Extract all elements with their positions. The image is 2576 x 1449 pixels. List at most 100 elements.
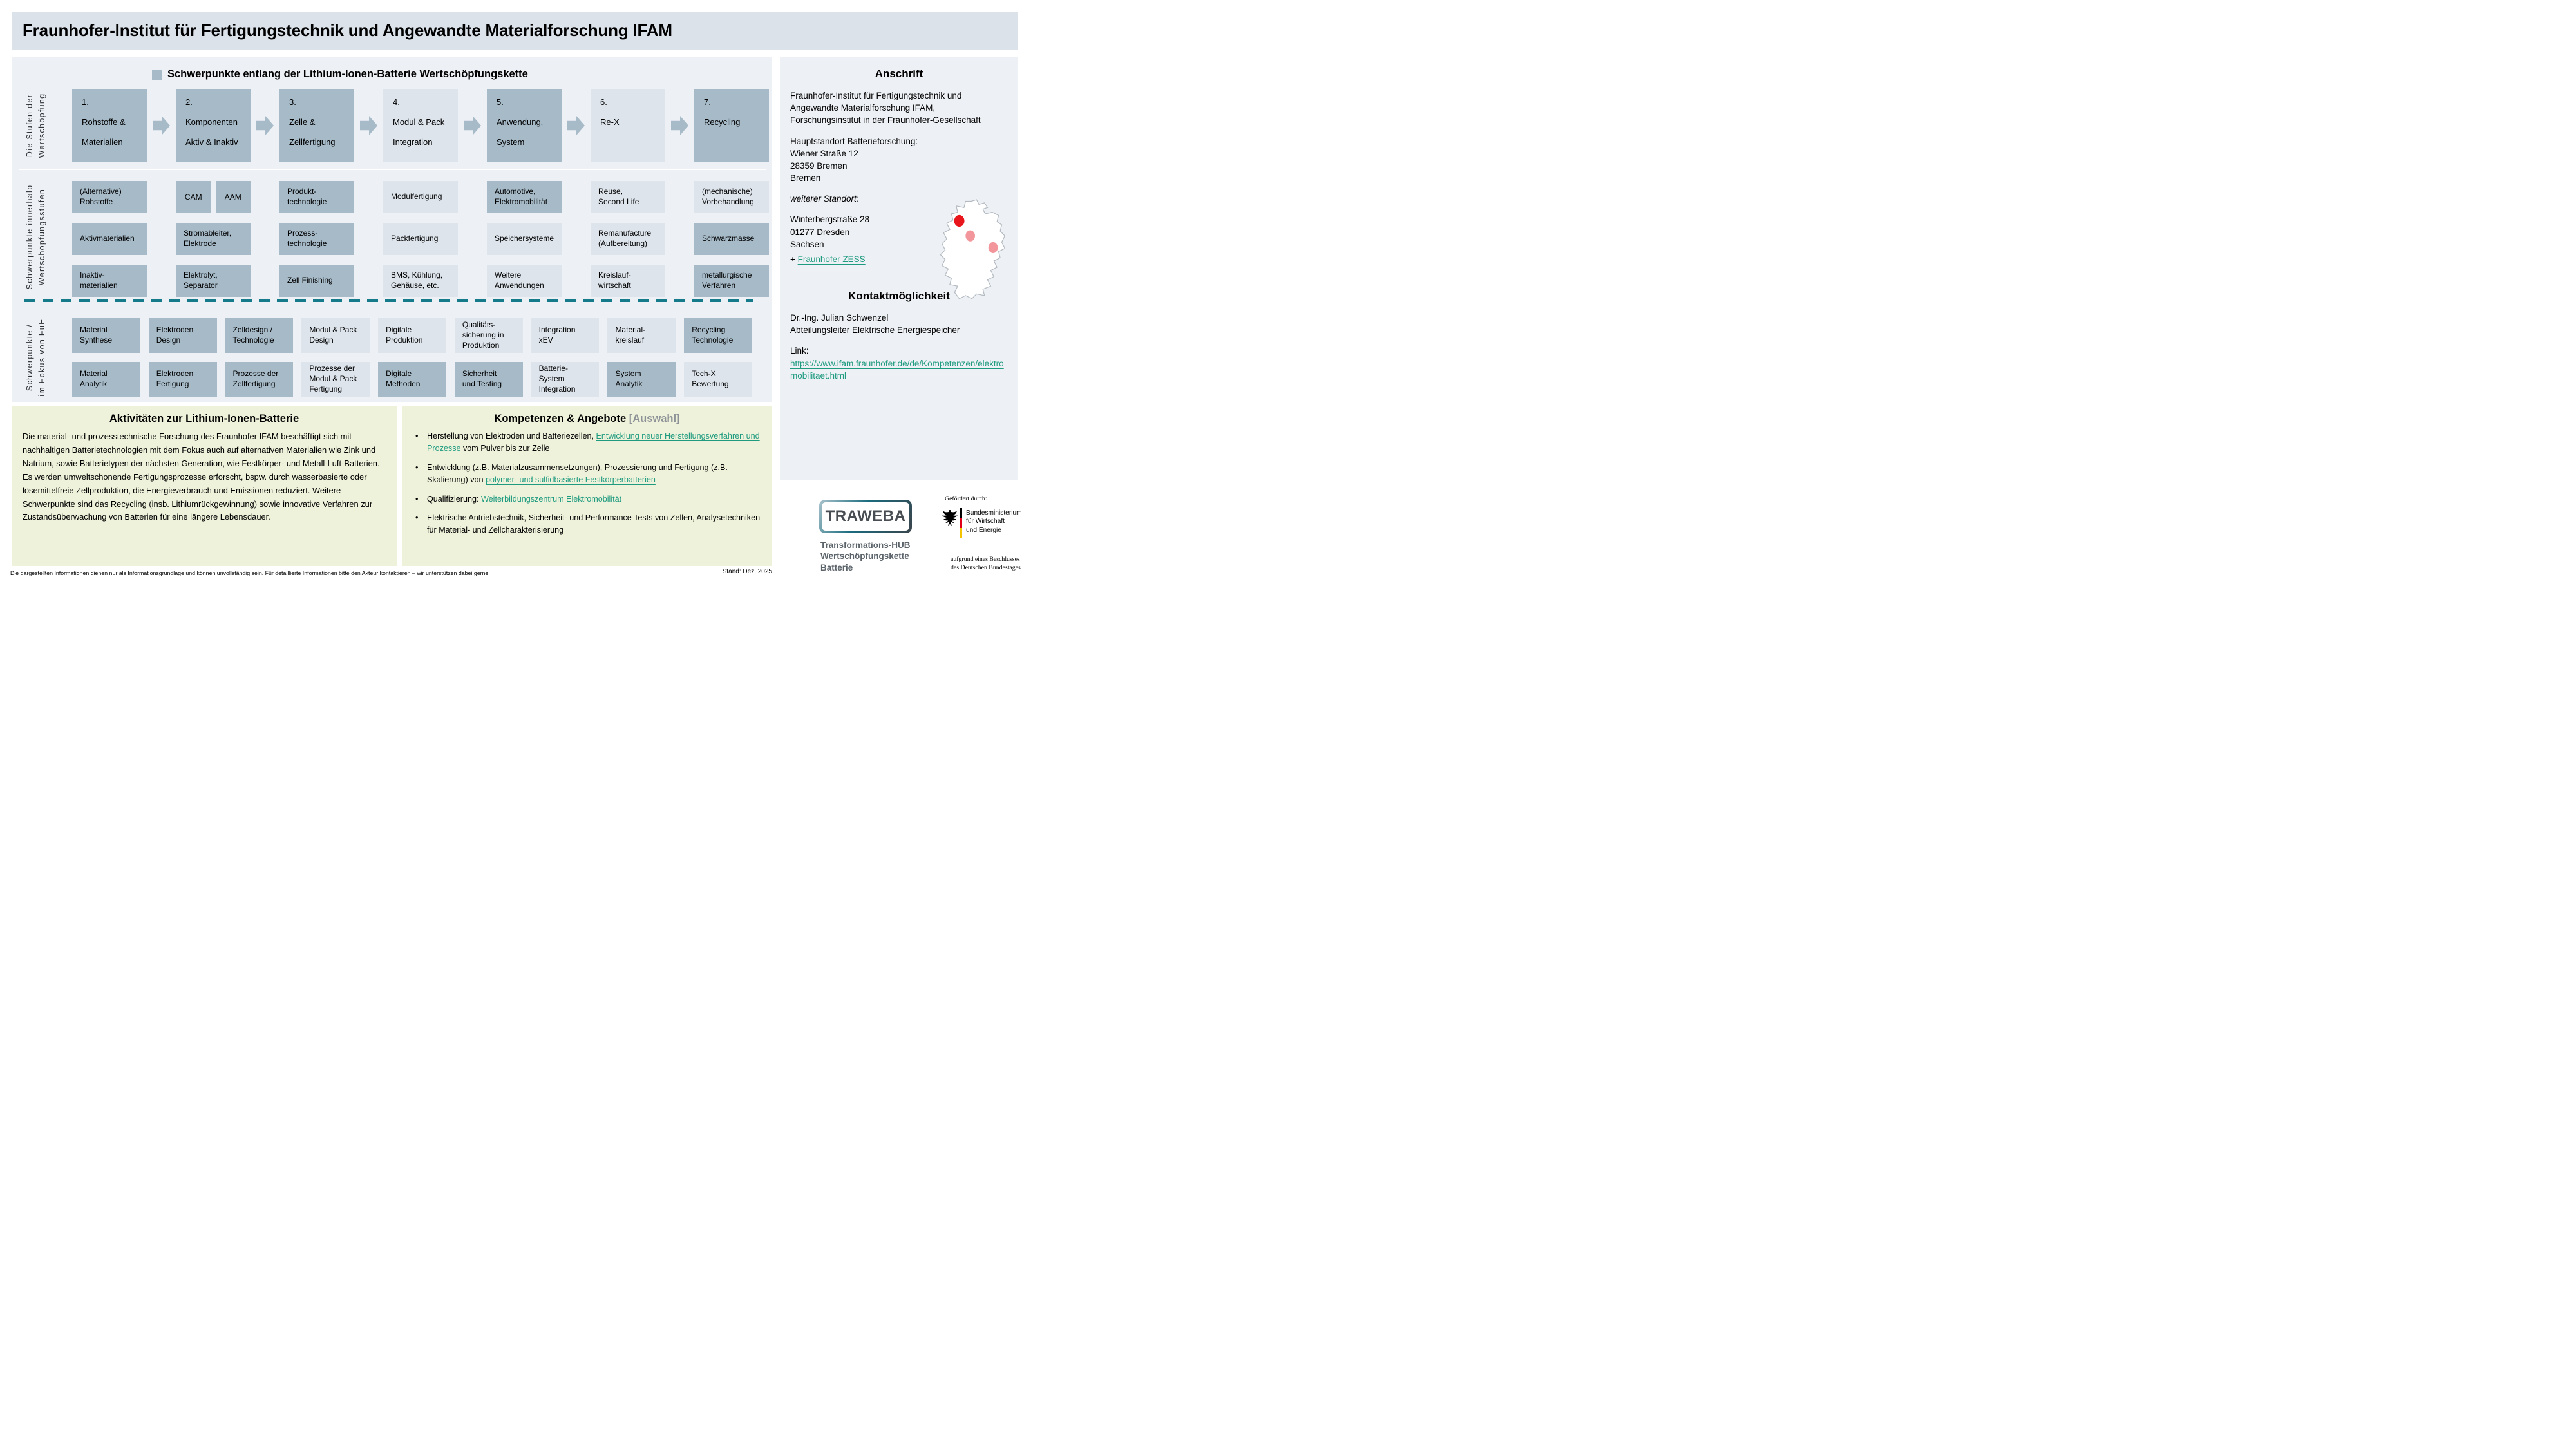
bremen-dot (954, 214, 965, 227)
kompetenzen-box: Kompetenzen & Angebote [Auswahl] Herstel… (402, 406, 772, 566)
traweba-logo: TRAWEBA (819, 500, 912, 533)
kompetenz-item: Elektrische Antriebstechnik, Sicherheit-… (413, 512, 761, 536)
stage-box-2: 2. Komponenten Aktiv & Inaktiv (176, 89, 251, 162)
fue-box: Material- kreislauf (607, 318, 676, 353)
bundestag-note: aufgrund eines Beschlusses des Deutschen… (951, 556, 1021, 572)
stage-line2: System (497, 137, 525, 147)
bullet-text: vom Pulver bis zur Zelle (463, 443, 550, 453)
traweba-tagline: Transformations-HUB Wertschöpfungskette … (820, 540, 911, 573)
sub-box: CAM (176, 181, 211, 213)
central-location-dot (965, 230, 975, 242)
stage-row: 1. Rohstoffe & Materialien 2. Komponente… (72, 89, 769, 162)
fue-row-1: Material Synthese Elektroden Design Zell… (72, 318, 752, 353)
bullet-link[interactable]: Weiterbildungszentrum Elektromobilität (481, 494, 622, 504)
stage-line1: Rohstoffe & (82, 117, 126, 127)
fue-box: Prozesse der Modul & Pack Fertigung (301, 362, 370, 397)
sub-box: Schwarzmasse (694, 223, 769, 255)
arrow-cell (251, 89, 279, 162)
contact-url-link[interactable]: https://www.ifam.fraunhofer.de/de/Kompet… (790, 358, 1004, 381)
arrow-right-icon (153, 116, 170, 135)
stage-number: 4. (393, 97, 400, 107)
square-bullet-icon (152, 69, 162, 80)
arrow-cell (562, 89, 591, 162)
value-chain-panel: Schwerpunkte entlang der Lithium-Ionen-B… (12, 57, 772, 402)
kompetenz-item: Qualifizierung: Weiterbildungszentrum El… (413, 493, 761, 506)
fue-box: Modul & Pack Design (301, 318, 370, 353)
stage-number: 5. (497, 97, 504, 107)
stage-number: 1. (82, 97, 89, 107)
sub-box: Kreislauf- wirtschaft (591, 265, 665, 297)
fue-box: Material Analytik (72, 362, 140, 397)
panel-heading: Schwerpunkte entlang der Lithium-Ionen-B… (167, 68, 528, 80)
fue-box: Material Synthese (72, 318, 140, 353)
sub-box: metallurgische Verfahren (694, 265, 769, 297)
panel-header: Schwerpunkte entlang der Lithium-Ionen-B… (152, 68, 528, 80)
bullet-link[interactable]: Entwicklung neuer Herstellungsverfahren … (427, 431, 760, 453)
traweba-logo-text: TRAWEBA (822, 502, 909, 531)
stage-number: 6. (600, 97, 607, 107)
sub-row-1: (Alternative) Rohstoffe CAM AAM Produkt-… (72, 181, 769, 213)
poster-page: Fraunhofer-Institut für Fertigungstechni… (0, 0, 1030, 580)
sub-box: Packfertigung (383, 223, 458, 255)
sub-box: Automotive, Elektromobilität (487, 181, 562, 213)
second-location: Winterbergstraße 28 01277 Dresden Sachse… (790, 214, 870, 249)
sub-box: Elektrolyt, Separator (176, 265, 251, 297)
fue-box: Elektroden Fertigung (148, 362, 217, 397)
fue-row-2: Material Analytik Elektroden Fertigung P… (72, 362, 752, 397)
stage-box-7: 7. Recycling (694, 89, 769, 162)
sub-box: AAM (215, 181, 251, 213)
institute-address: Fraunhofer-Institut für Fertigungstechni… (790, 91, 981, 126)
disclaimer-footer: Die dargestellten Informationen dienen n… (10, 570, 490, 576)
fue-box: Digitale Produktion (378, 318, 446, 353)
sidebar: Anschrift Fraunhofer-Institut für Fertig… (780, 57, 1018, 480)
bullet-link[interactable]: polymer- und sulfidbasierte Festkörperba… (486, 475, 656, 484)
stage-line2: Zellfertigung (289, 137, 336, 147)
auswahl-tag: [Auswahl] (629, 413, 680, 424)
arrow-right-icon (256, 116, 274, 135)
sub-row-3: Inaktiv- materialien Elektrolyt, Separat… (72, 265, 769, 297)
sub-box: (mechanische) Vorbehandlung (694, 181, 769, 213)
sub-box: Remanufacture (Aufbereitung) (591, 223, 665, 255)
fue-box: Qualitäts- sicherung in Produktion (454, 318, 523, 353)
bullet-text: Elektrische Antriebstechnik, Sicherheit-… (427, 513, 761, 535)
stage-line1: Anwendung, (497, 117, 544, 127)
aktivitaeten-heading: Aktivitäten zur Lithium-Ionen-Batterie (109, 413, 299, 424)
ministerium-text: Bundesministerium für Wirtschaft und Ene… (966, 509, 1022, 534)
anschrift-heading: Anschrift (875, 68, 923, 80)
stage-box-4: 4. Modul & Pack Integration (383, 89, 458, 162)
fue-box: Recycling Technologie (684, 318, 752, 353)
sub-box: Speichersysteme (487, 223, 562, 255)
fue-box: Sicherheit und Testing (454, 362, 523, 397)
fue-box: Batterie- System Integration (531, 362, 600, 397)
fue-box: Tech-X Bewertung (684, 362, 752, 397)
stage-line2: Integration (393, 137, 433, 147)
contact-role: Abteilungsleiter Elektrische Energiespei… (790, 325, 960, 336)
stage-number: 7. (704, 97, 711, 107)
arrow-right-icon (360, 116, 377, 135)
arrow-cell (354, 89, 383, 162)
weiterer-standort-label: weiterer Standort: (790, 194, 859, 204)
fue-box: Zelldesign / Technologie (225, 318, 294, 353)
stage-line1: Komponenten (185, 117, 238, 127)
germany-map (940, 199, 1006, 299)
sub-row-2: Aktivmaterialien Stromableiter, Elektrod… (72, 223, 769, 255)
sub-box: Aktivmaterialien (72, 223, 147, 255)
zess-link[interactable]: Fraunhofer ZESS (797, 254, 866, 264)
bmwi-logo: Bundesministerium für Wirtschaft und Ene… (942, 508, 1022, 538)
link-label: Link: (790, 346, 809, 356)
stage-line1: Re-X (600, 117, 620, 127)
stage-line1: Recycling (704, 117, 741, 127)
bullet-text: Qualifizierung: (427, 494, 481, 504)
sub-box: Produkt- technologie (279, 181, 354, 213)
title-bar: Fraunhofer-Institut für Fertigungstechni… (12, 12, 1018, 50)
arrow-cell (458, 89, 487, 162)
bullet-text: Herstellung von Elektroden und Batteriez… (427, 431, 596, 440)
kompetenzen-heading: Kompetenzen & Angebote [Auswahl] (413, 413, 761, 425)
sub-box: Reuse, Second Life (591, 181, 665, 213)
separator-line (19, 169, 766, 170)
sub-box: Prozess- technologie (279, 223, 354, 255)
arrow-right-icon (567, 116, 585, 135)
arrow-right-icon (464, 116, 481, 135)
kompetenzen-heading-text: Kompetenzen & Angebote (494, 413, 629, 424)
arrow-cell (147, 89, 176, 162)
